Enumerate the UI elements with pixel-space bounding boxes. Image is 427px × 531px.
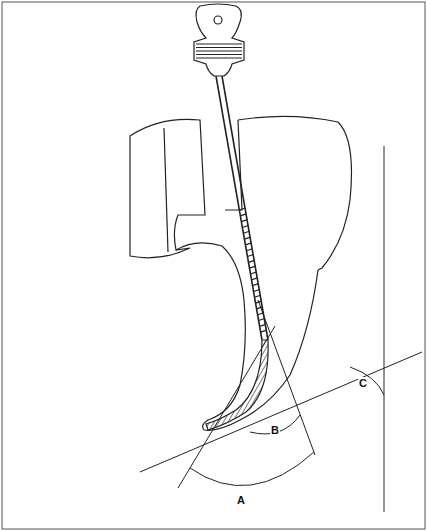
file-shaft xyxy=(222,76,268,340)
handle-hole xyxy=(214,16,222,24)
flute-mark xyxy=(255,295,261,297)
handle-ring xyxy=(196,54,242,55)
file-shaft xyxy=(216,76,262,340)
crown-cut xyxy=(164,128,168,252)
flute-mark xyxy=(245,243,251,245)
angle-label: A xyxy=(236,494,246,507)
angle-arc-a xyxy=(190,452,314,486)
flute-mark xyxy=(260,324,266,326)
flute-mark xyxy=(251,272,257,274)
canal-apex-line xyxy=(178,326,275,488)
handle-ring xyxy=(196,50,242,51)
flute-mark xyxy=(254,289,260,291)
flute-mark xyxy=(252,278,258,280)
access-cavity xyxy=(225,120,242,210)
flute-mark xyxy=(242,225,248,227)
flute-mark xyxy=(246,249,252,251)
handle-ring xyxy=(196,57,242,58)
flute-mark xyxy=(247,255,253,257)
tangent-line xyxy=(140,352,422,472)
flute-mark xyxy=(239,208,245,210)
handle-rings xyxy=(196,44,242,58)
flute-mark xyxy=(248,260,254,262)
angle-arc-c xyxy=(350,367,384,395)
shaft-axis-line xyxy=(258,300,315,455)
angle-label: B xyxy=(270,424,280,437)
angle-label: C xyxy=(358,377,368,390)
handle-ring xyxy=(196,47,242,48)
flute-mark xyxy=(259,319,265,321)
flute-mark xyxy=(261,330,267,332)
root-outline xyxy=(176,243,318,430)
flute-mark xyxy=(241,220,247,222)
flute-mark xyxy=(244,237,250,239)
crown-right xyxy=(238,116,352,270)
flute-mark xyxy=(243,231,249,233)
handle-ring xyxy=(196,43,242,44)
crown-left xyxy=(130,119,205,257)
flute-mark xyxy=(253,284,259,286)
file-handle xyxy=(194,4,244,76)
vertical-reference xyxy=(384,146,385,512)
flute-mark xyxy=(249,266,255,268)
flute-mark xyxy=(240,214,246,216)
